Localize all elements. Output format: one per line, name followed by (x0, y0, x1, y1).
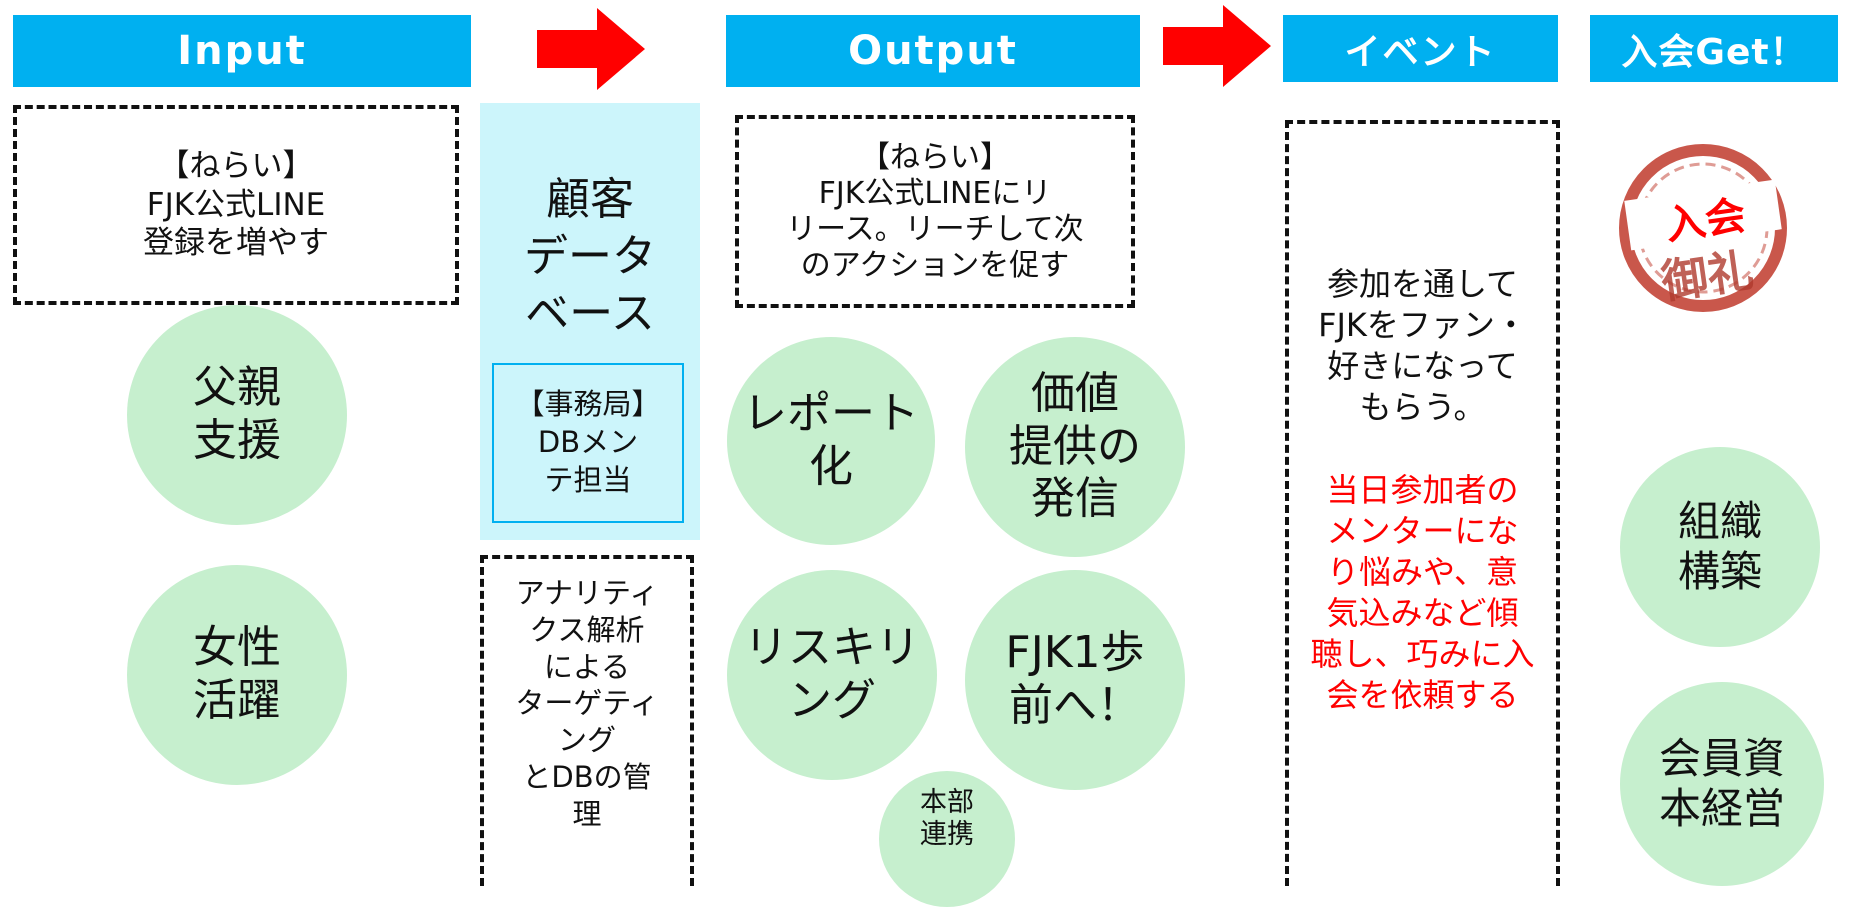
circle-report: レポート 化 (727, 337, 935, 545)
office-box: 【事務局】 DBメン テ担当 (492, 363, 684, 523)
header-join: 入会Get！ (1590, 15, 1838, 82)
arrow-right-icon (1163, 5, 1271, 87)
header-input: Input (13, 15, 471, 87)
header-output: Output (726, 15, 1140, 87)
event-text-red: 当日参加者の メンターにな り悩みや、意 気込みなど傾 聴し、巧みに入 会を依頼… (1310, 470, 1535, 714)
header-event: イベント (1283, 15, 1558, 82)
output-aim-box: 【ねらい】 FJK公式LINEにリ リース。リーチして次 のアクションを促す (735, 115, 1135, 308)
circle-member-capital: 会員資 本経営 (1620, 682, 1824, 886)
input-aim-text: 【ねらい】 FJK公式LINE 登録を増やす (143, 147, 329, 262)
circle-value: 価値 提供の 発信 (965, 337, 1185, 557)
stamp-icon: 入会 御礼 (1615, 140, 1790, 315)
circle-step-forward: FJK1歩 前へ！ (965, 570, 1185, 790)
circle-hq: 本部 連携 (879, 771, 1015, 907)
event-box: 参加を通して FJKをファン・ 好きになって もらう。 当日参加者の メンターに… (1285, 120, 1560, 886)
arrow-right-icon (537, 8, 645, 90)
circle-reskilling: リスキリ ング (727, 570, 937, 780)
input-aim-box: 【ねらい】 FJK公式LINE 登録を増やす (13, 105, 459, 305)
event-text: 参加を通して FJKをファン・ 好きになって もらう。 (1318, 265, 1527, 426)
database-panel: 顧客 データ ベース 【事務局】 DBメン テ担当 (480, 103, 700, 540)
circle-women-active: 女性 活躍 (127, 565, 347, 785)
output-aim-text: 【ねらい】 FJK公式LINEにリ リース。リーチして次 のアクションを促す (786, 139, 1084, 283)
database-title: 顧客 データ ベース (524, 174, 656, 340)
circle-org-build: 組織 構築 (1620, 447, 1820, 647)
analytics-box: アナリティ クス解析 による ターゲティ ング とDBの管 理 (480, 555, 694, 886)
circle-father-support: 父親 支援 (127, 305, 347, 525)
